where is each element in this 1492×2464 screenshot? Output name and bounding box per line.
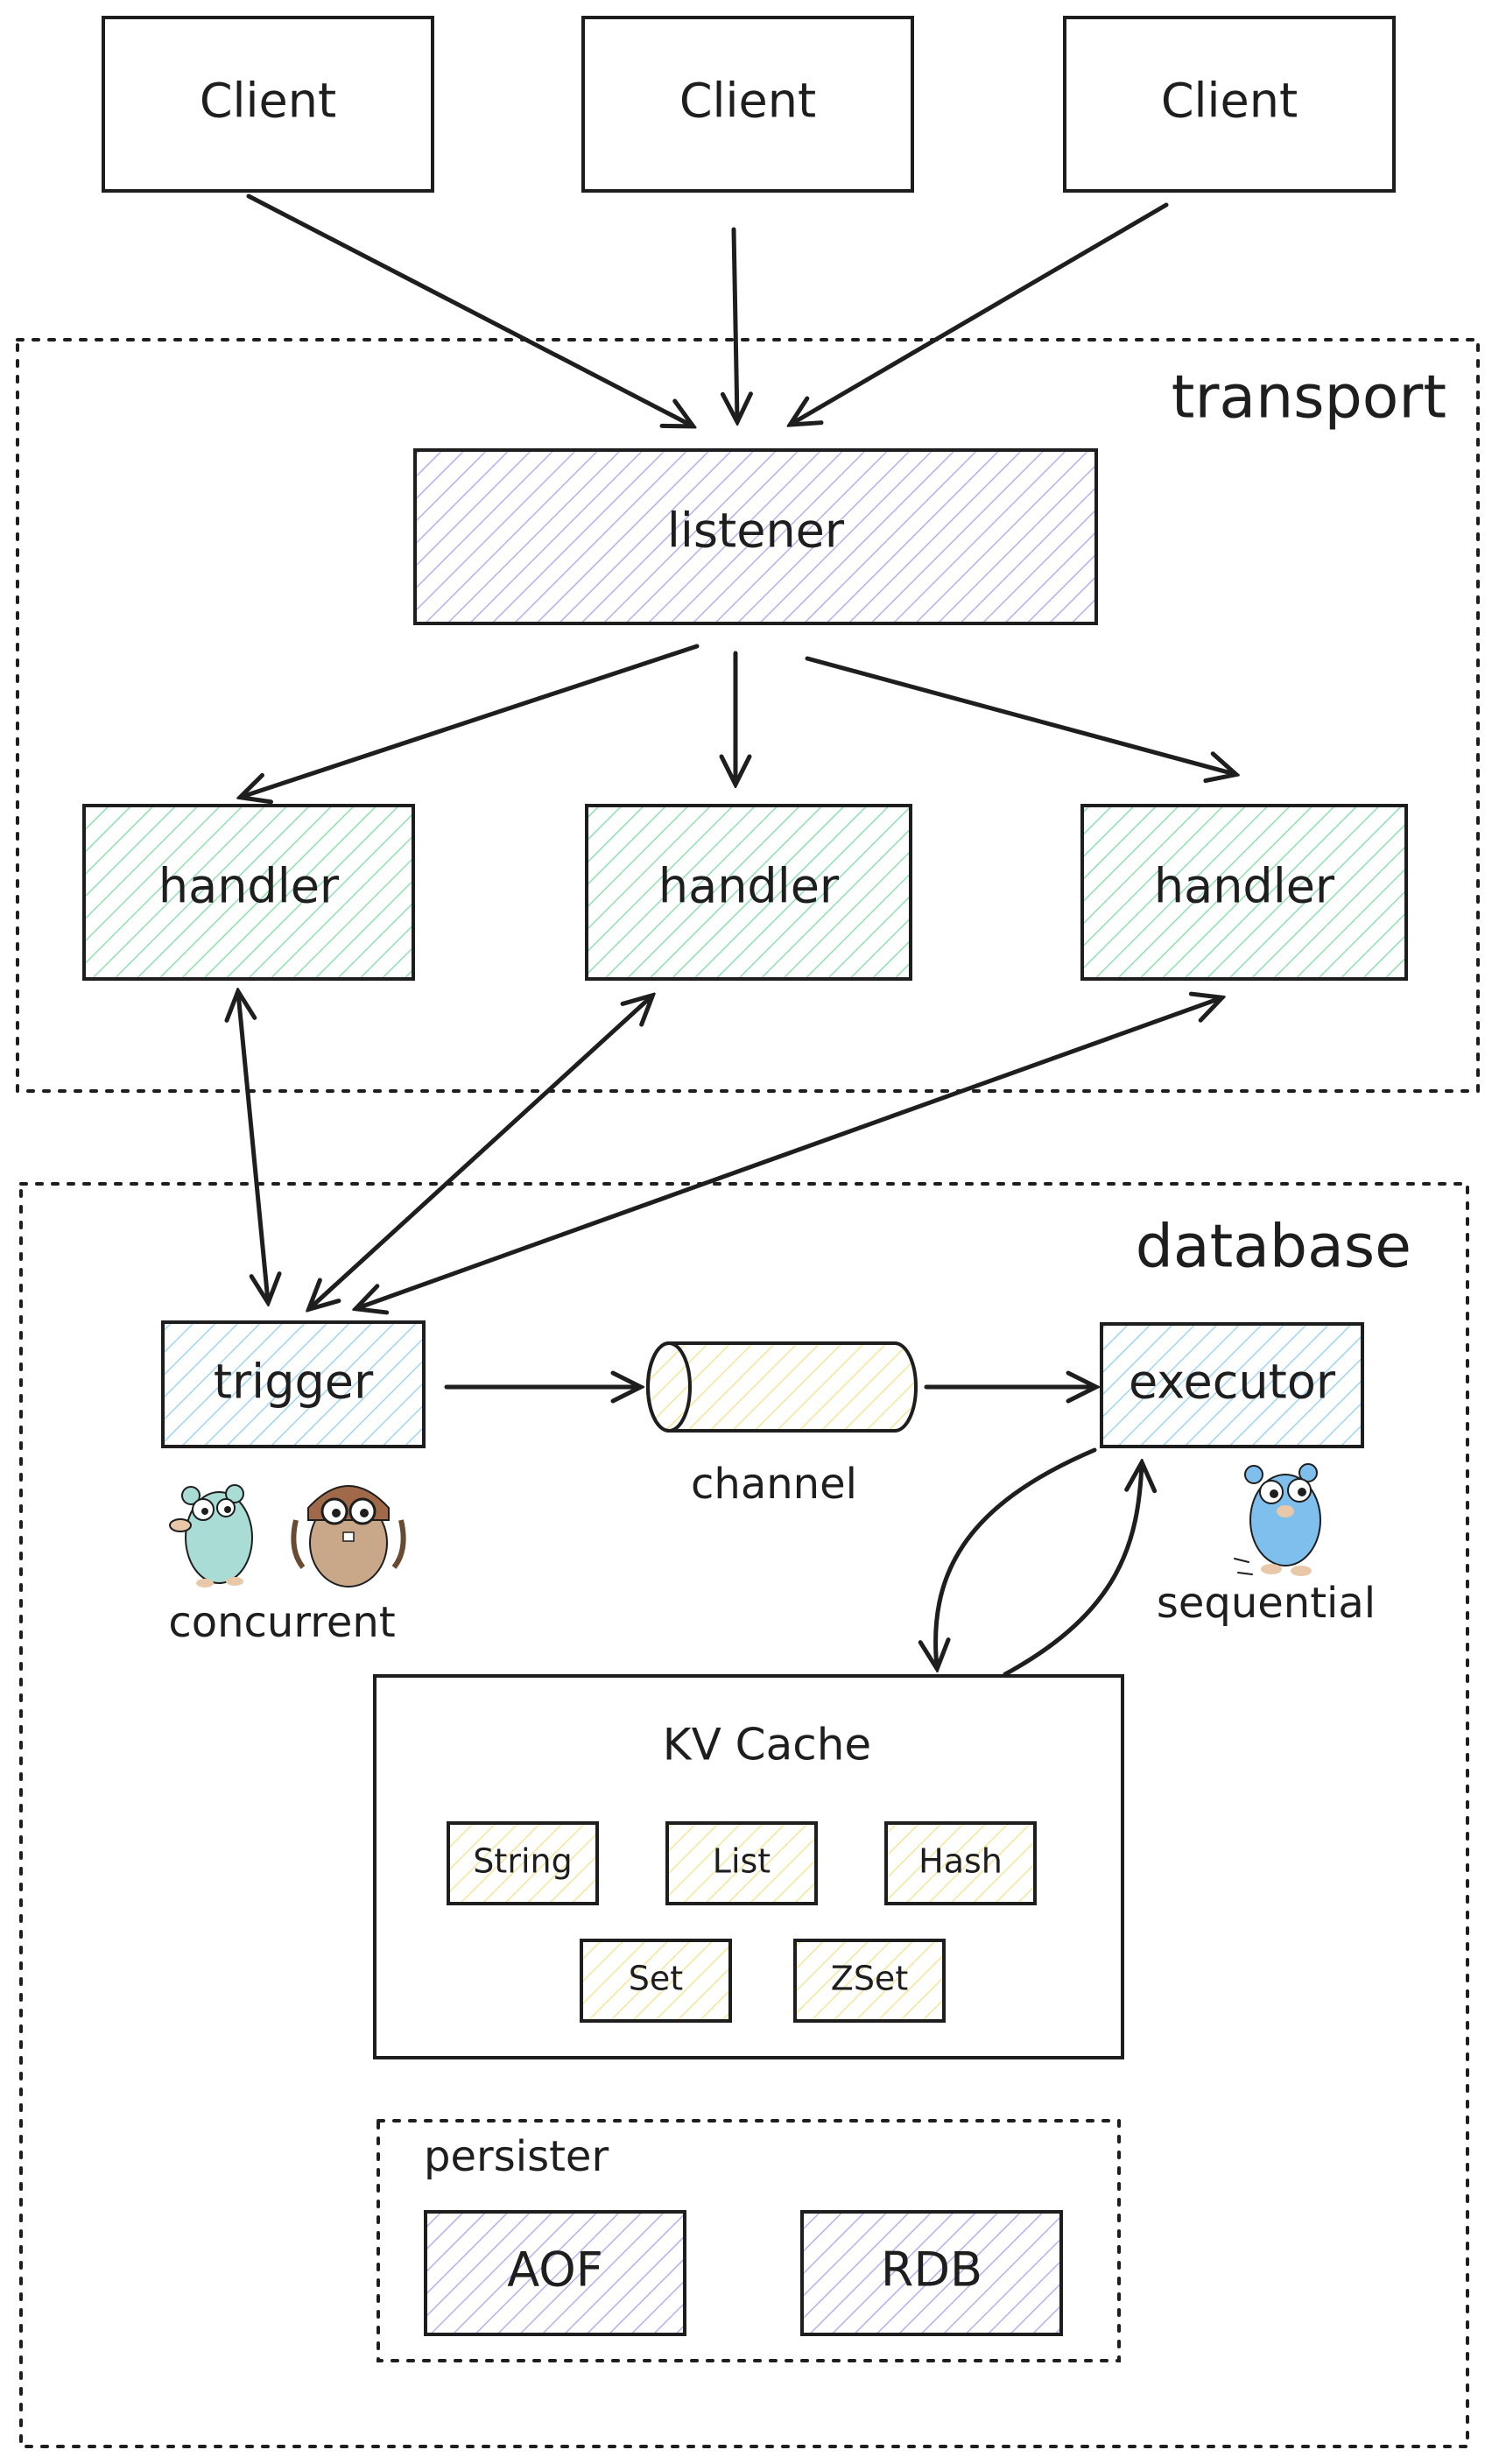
type-hash (884, 1821, 1037, 1905)
trigger-label: trigger (214, 1355, 374, 1410)
kvcache-to-executor-arrow (1003, 1464, 1142, 1677)
type-string (447, 1821, 599, 1905)
handler-node: handler (1080, 804, 1408, 981)
executor-to-kvcache-arrow (936, 1447, 1097, 1667)
client-label: Client (679, 74, 816, 129)
rdb-node (800, 2210, 1063, 2336)
type-list-label: List (713, 1842, 771, 1881)
type-list (665, 1821, 818, 1905)
type-zset-label: ZSet (831, 1960, 908, 1998)
transport-group (16, 338, 1480, 1093)
executor-node: executor (1100, 1322, 1364, 1448)
type-set-label: Set (629, 1960, 683, 1998)
client-label: Client (1161, 74, 1298, 129)
trigger-node: trigger (161, 1320, 426, 1448)
client-node: Client (102, 16, 434, 193)
handler-trigger-arrow (238, 993, 268, 1301)
handler-label: handler (1154, 859, 1335, 914)
client-to-listener-arrow (792, 202, 1169, 424)
handler-trigger-arrow (310, 996, 651, 1308)
type-zset (793, 1939, 946, 2023)
handler-label: handler (658, 859, 840, 914)
sequential-label: sequential (1157, 1579, 1376, 1628)
client-label: Client (200, 74, 336, 129)
database-title: database (1136, 1213, 1411, 1282)
client-node: Client (1063, 16, 1396, 193)
handler-node: handler (82, 804, 415, 981)
type-string-label: String (473, 1842, 572, 1881)
channel-node (646, 1341, 918, 1433)
kv-cache-node: KV Cache String List Hash Set ZSet (373, 1674, 1124, 2059)
gopher-blue-running-icon (1234, 1463, 1321, 1576)
listener-label: listener (667, 503, 845, 559)
listener-to-handler-arrow (242, 644, 700, 797)
persister-title: persister (424, 2132, 609, 2181)
executor-label: executor (1129, 1355, 1336, 1410)
concurrent-label: concurrent (168, 1598, 395, 1647)
rdb-label: RDB (881, 2242, 982, 2298)
client-to-listener-arrow (734, 227, 737, 420)
aof-node (424, 2210, 686, 2336)
type-set (580, 1939, 732, 2023)
client-to-listener-arrow (246, 194, 692, 426)
persister-group: persister AOF RDB (377, 2119, 1121, 2362)
handler-trigger-arrow (357, 998, 1221, 1308)
channel-label: channel (691, 1460, 857, 1509)
aof-label: AOF (507, 2242, 603, 2298)
gopher-teal-icon (169, 1484, 253, 1588)
type-hash-label: Hash (918, 1842, 1003, 1881)
client-node: Client (581, 16, 914, 193)
handler-node: handler (585, 804, 912, 981)
transport-title: transport (1172, 363, 1446, 433)
listener-to-handler-arrow (805, 656, 1235, 774)
listener-node: listener (413, 448, 1098, 625)
gopher-aviator-icon (291, 1485, 406, 1588)
handler-label: handler (158, 859, 340, 914)
kv-cache-title: KV Cache (663, 1720, 871, 1771)
